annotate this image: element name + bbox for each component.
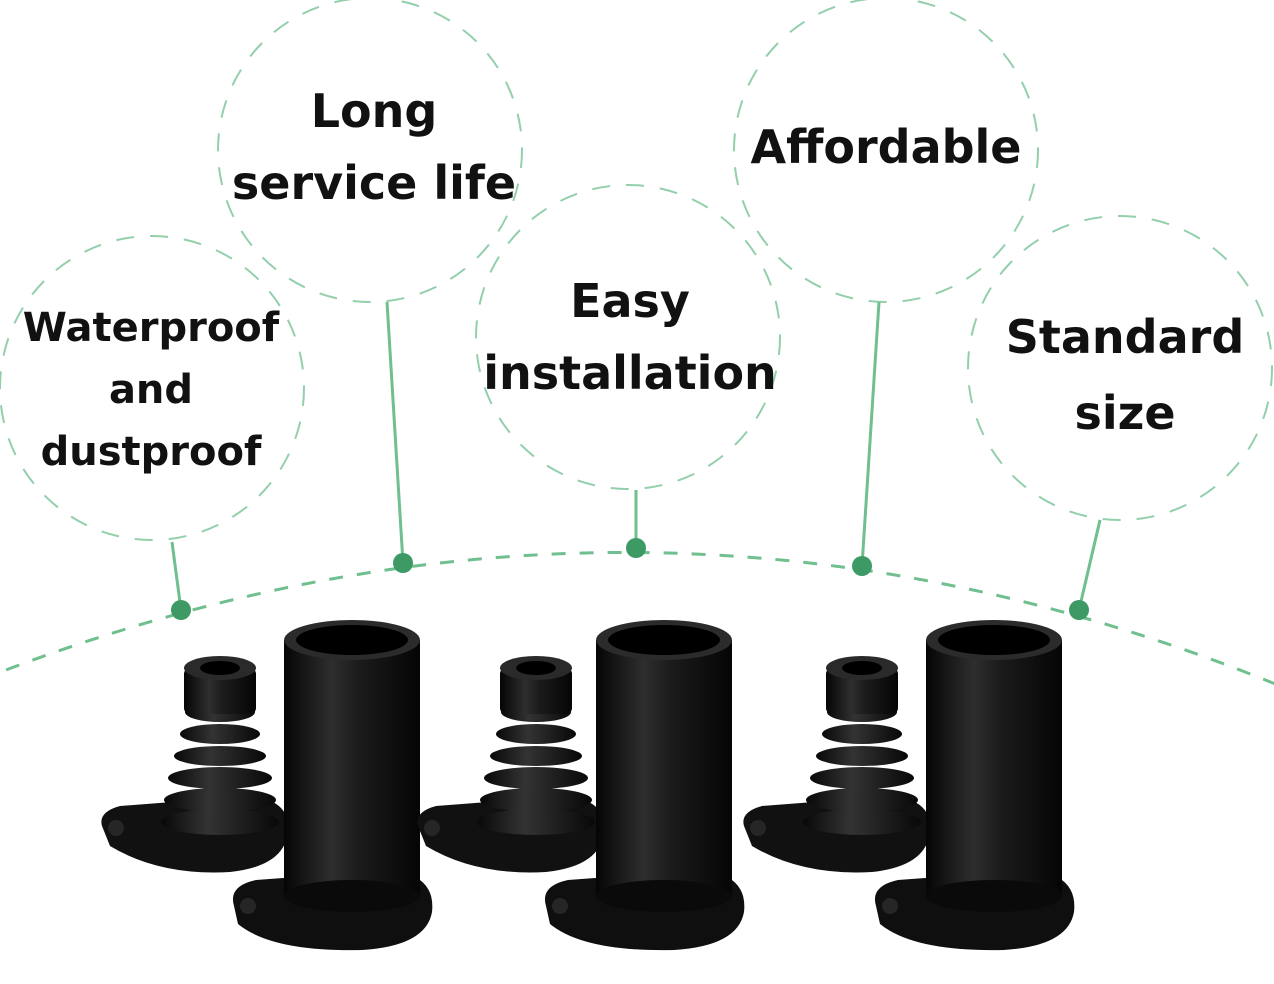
feature-label-easy-installation: Easy installation (483, 274, 777, 400)
sleeve-flange-pin (552, 898, 568, 914)
feature-bubble-1 (217, 0, 523, 303)
bellows-ring-4 (180, 724, 260, 744)
bellows-ring-4 (496, 724, 576, 744)
connector-dot-4 (1069, 600, 1089, 620)
nozzle-hole (842, 661, 882, 675)
feature-label-waterproof: Waterproof and dustproof (22, 305, 280, 475)
sleeve-top-opening (938, 625, 1050, 655)
bellows-nozzle (500, 668, 572, 714)
sleeve-tube (284, 640, 420, 896)
flange-pin (424, 820, 440, 836)
flange-pin (108, 820, 124, 836)
nozzle-hole (516, 661, 556, 675)
feature-bubble-0 (0, 235, 305, 541)
feature-label-standard-size: Standard size (1005, 310, 1245, 440)
sleeve-tube (926, 640, 1062, 896)
product-set-0 (101, 620, 433, 951)
product-set-2 (743, 620, 1075, 951)
bellows-ring-3 (490, 746, 582, 766)
bellows-ring-2 (810, 767, 914, 789)
connector-line-0 (170, 541, 183, 611)
sleeve-top-opening (608, 625, 720, 655)
bellows-ring-3 (174, 746, 266, 766)
flange-pin (750, 820, 766, 836)
feature-bubble-4 (967, 215, 1273, 521)
bellows-ring-1 (480, 788, 592, 812)
bellows-ring-0 (477, 809, 595, 835)
sleeve-flange-pin (240, 898, 256, 914)
sleeve-top-opening (296, 625, 408, 655)
feature-label-long-service-life: Long service life (231, 84, 517, 210)
nozzle-hole (200, 661, 240, 675)
bellows-ring-3 (816, 746, 908, 766)
bellows-ring-1 (164, 788, 276, 812)
connector-line-3 (860, 301, 881, 567)
bellows-ring-2 (168, 767, 272, 789)
sleeve-bottom-edge (926, 880, 1062, 912)
connector-dot-1 (393, 553, 413, 573)
bellows-nozzle (184, 668, 256, 714)
sleeve-tube (596, 640, 732, 896)
feature-label-affordable: Affordable (750, 120, 1022, 174)
feature-bubble-2 (475, 184, 781, 490)
connector-line-1 (385, 301, 405, 564)
sleeve-bottom-edge (284, 880, 420, 912)
connector-dot-3 (852, 556, 872, 576)
sleeve-bottom-edge (596, 880, 732, 912)
bellows-ring-0 (161, 809, 279, 835)
bellows-ring-0 (803, 809, 921, 835)
sleeve-flange-pin (882, 898, 898, 914)
bellows-ring-2 (484, 767, 588, 789)
bellows-ring-1 (806, 788, 918, 812)
product-sets (101, 620, 1075, 951)
product-set-1 (417, 620, 745, 951)
connector-line-4 (1077, 519, 1102, 611)
bellows-ring-4 (822, 724, 902, 744)
connector-dot-0 (171, 600, 191, 620)
connector-dot-2 (626, 538, 646, 558)
bellows-nozzle (826, 668, 898, 714)
feature-bubble-3 (733, 0, 1039, 303)
feature-bubbles (0, 0, 1273, 620)
